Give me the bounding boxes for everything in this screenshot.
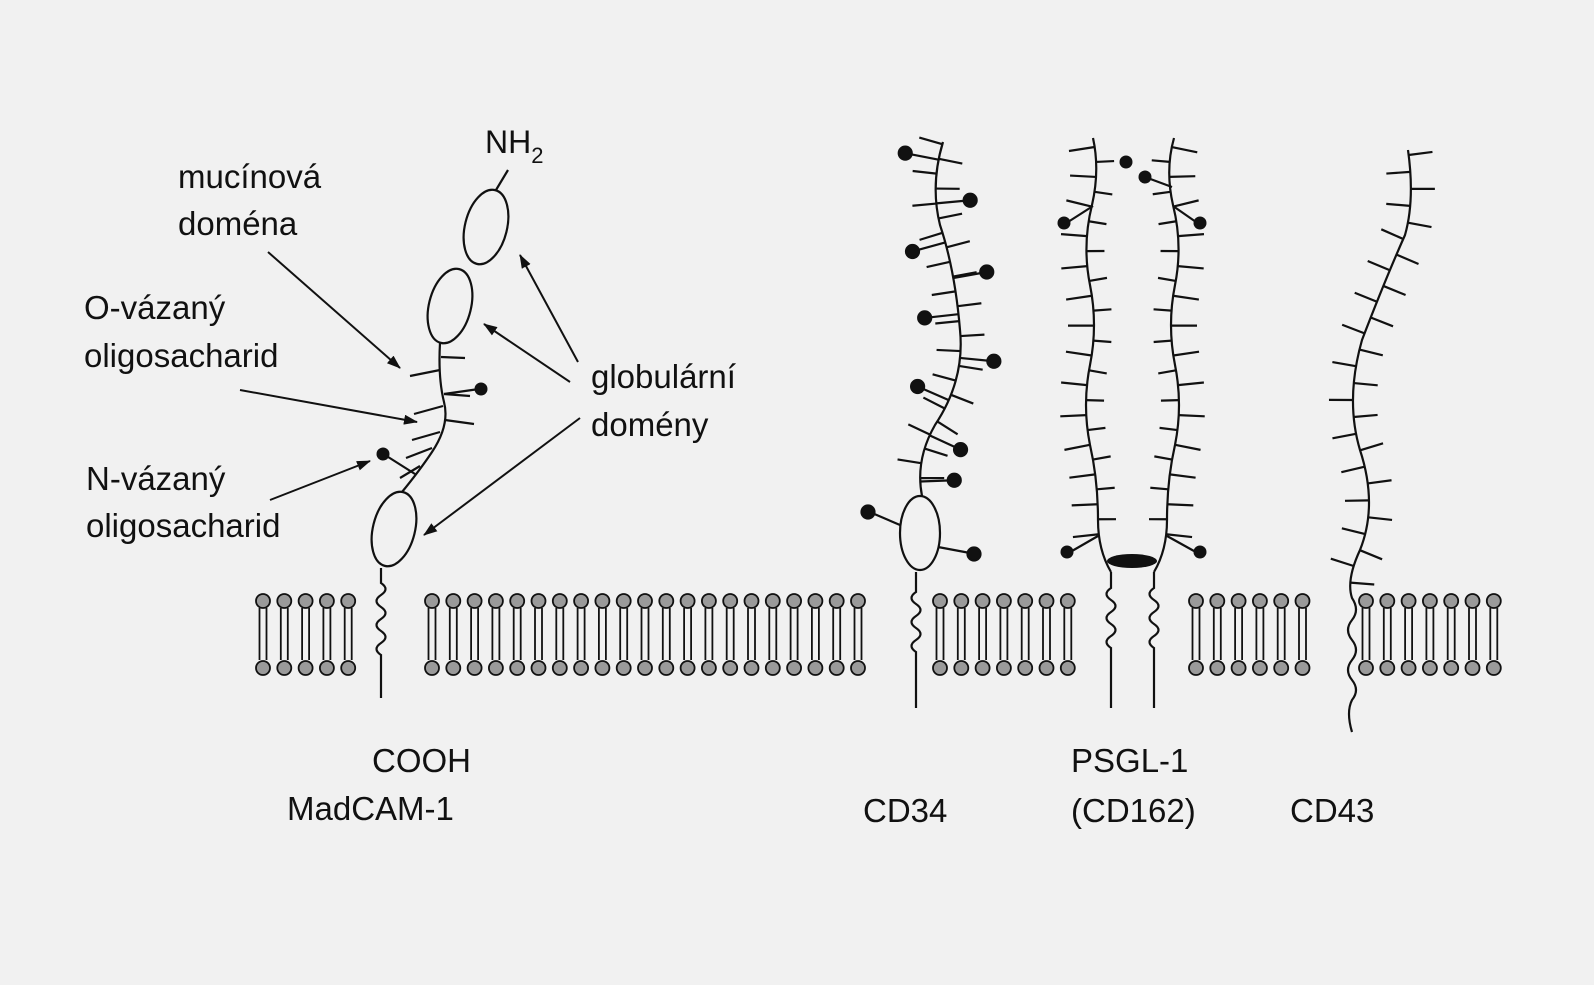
lipid-molecule bbox=[509, 593, 526, 676]
cd34-transmembrane-segment bbox=[910, 572, 922, 708]
label-o-linked-line1: O-vázaný bbox=[84, 289, 226, 326]
lipid-molecule bbox=[932, 593, 948, 676]
lipid-molecule bbox=[551, 593, 568, 676]
lipid-molecule bbox=[764, 593, 781, 676]
lipid-molecule bbox=[1464, 593, 1481, 676]
lipid-molecule bbox=[466, 593, 483, 676]
lipid-molecule bbox=[637, 593, 653, 676]
arrow-mucin-domain bbox=[267, 251, 401, 369]
lipid-molecule bbox=[1038, 593, 1055, 676]
psgl1-n-linked-oligosaccharides bbox=[1057, 155, 1207, 559]
lipid-molecule bbox=[276, 593, 293, 676]
lipid-molecule bbox=[1294, 593, 1311, 676]
label-nh2: NH2 bbox=[485, 124, 543, 168]
label-psgl1-line1: PSGL-1 bbox=[1071, 742, 1188, 779]
text-labels: NH2 mucínová doména O-vázaný oligosachar… bbox=[84, 124, 1374, 829]
label-n-linked-line1: N-vázaný bbox=[86, 460, 226, 497]
arrow-n-linked bbox=[269, 460, 371, 501]
psgl1-disulfide-bond bbox=[1107, 554, 1157, 568]
lipid-molecule bbox=[1422, 593, 1438, 676]
label-cooh: COOH bbox=[372, 742, 471, 779]
lipid-molecule bbox=[1379, 593, 1396, 676]
cd34-o-linked-oligosaccharides bbox=[897, 136, 985, 480]
label-cd34: CD34 bbox=[863, 792, 947, 829]
lipid-molecule bbox=[318, 593, 335, 676]
lipid-molecule bbox=[679, 593, 696, 676]
label-psgl1-line2: (CD162) bbox=[1071, 792, 1196, 829]
label-mucin-domain-line1: mucínová bbox=[178, 158, 322, 195]
madcam1-globular-domain-upper bbox=[462, 188, 510, 266]
psgl1-molecule bbox=[1057, 137, 1207, 708]
lipid-molecule bbox=[996, 593, 1012, 676]
lipid-molecule bbox=[974, 593, 991, 676]
label-globular-line1: globulární bbox=[591, 358, 736, 395]
arrow-globular-middle bbox=[483, 323, 571, 383]
cd34-globular-domain bbox=[898, 494, 942, 572]
psgl1-transmembrane-right bbox=[1148, 572, 1160, 708]
madcam1-molecule bbox=[370, 169, 510, 698]
lipid-molecule bbox=[828, 593, 845, 676]
arrow-globular-upper bbox=[519, 254, 579, 363]
lipid-molecule bbox=[1252, 593, 1268, 676]
label-mucin-domain-line2: doména bbox=[178, 205, 298, 242]
lipid-molecule bbox=[594, 593, 611, 676]
madcam1-globular-domain-middle bbox=[426, 267, 474, 345]
label-madcam1: MadCAM-1 bbox=[287, 790, 454, 827]
psgl1-transmembrane-left bbox=[1105, 572, 1117, 708]
lipid-molecule bbox=[530, 593, 547, 676]
annotation-arrows bbox=[239, 251, 581, 536]
cd43-molecule bbox=[1328, 149, 1435, 733]
lipid-molecule bbox=[850, 593, 866, 676]
lipid-molecule bbox=[807, 593, 824, 676]
psgl1-chain-right bbox=[1153, 137, 1181, 573]
lipid-molecule bbox=[297, 593, 314, 676]
lipid-molecule bbox=[1209, 593, 1226, 676]
arrow-globular-lower bbox=[423, 417, 581, 536]
lipid-molecule bbox=[615, 593, 632, 676]
lipid-molecule bbox=[658, 593, 675, 676]
cd34-mucin-stem bbox=[919, 141, 962, 497]
lipid-molecule bbox=[1400, 593, 1417, 676]
lipid-molecule bbox=[340, 593, 357, 676]
lipid-molecule bbox=[1059, 593, 1076, 676]
cd34-molecule bbox=[860, 136, 1002, 708]
madcam1-transmembrane-segment bbox=[375, 568, 387, 698]
lipid-molecule bbox=[487, 593, 504, 676]
lipid-molecule bbox=[1017, 593, 1034, 676]
lipid-molecule bbox=[1188, 593, 1204, 676]
psgl1-chain-left bbox=[1084, 137, 1112, 573]
label-o-linked-line2: oligosacharid bbox=[84, 337, 278, 374]
lipid-molecule bbox=[573, 593, 589, 676]
lipid-molecule bbox=[743, 593, 760, 676]
cd34-n-linked-oligosaccharides bbox=[860, 145, 1002, 562]
lipid-molecule bbox=[701, 593, 717, 676]
madcam1-n-linked-oligosaccharides bbox=[376, 382, 488, 475]
cd43-o-linked-oligosaccharides bbox=[1328, 150, 1435, 586]
lipid-molecule bbox=[722, 593, 739, 676]
madcam1-nh2-stem bbox=[495, 169, 509, 191]
cell-membrane-bilayer bbox=[255, 593, 1502, 676]
label-n-linked-line2: oligosacharid bbox=[86, 507, 280, 544]
psgl1-o-linked-oligosaccharides bbox=[1060, 145, 1205, 539]
lipid-molecule bbox=[1443, 593, 1460, 676]
lipid-molecule bbox=[786, 593, 802, 676]
arrow-o-linked bbox=[239, 389, 418, 425]
lipid-molecule bbox=[1485, 593, 1502, 676]
madcam1-globular-domain-lower bbox=[370, 490, 418, 568]
lipid-molecule bbox=[1230, 593, 1247, 676]
lipid-molecule bbox=[1358, 593, 1374, 676]
lipid-molecule bbox=[424, 593, 440, 676]
lipid-molecule bbox=[255, 593, 271, 676]
lipid-molecule bbox=[445, 593, 462, 676]
label-cd43: CD43 bbox=[1290, 792, 1374, 829]
cd43-mucin-stem bbox=[1346, 149, 1412, 733]
madcam1-mucin-stem bbox=[401, 342, 447, 493]
madcam1-o-linked-oligosaccharides bbox=[399, 355, 475, 479]
label-globular-line2: domény bbox=[591, 406, 709, 443]
lipid-molecule bbox=[953, 593, 970, 676]
lipid-molecule bbox=[1273, 593, 1290, 676]
